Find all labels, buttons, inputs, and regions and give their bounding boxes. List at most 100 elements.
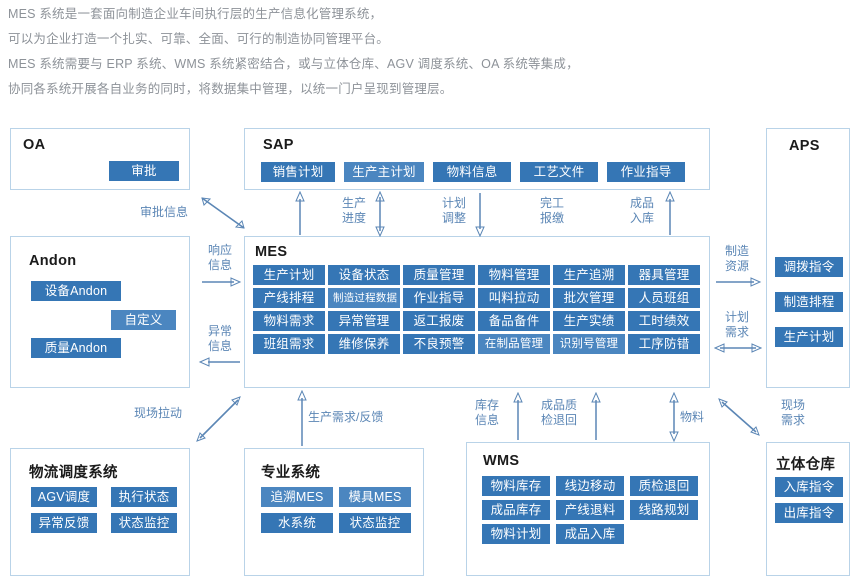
sap-title: SAP — [263, 137, 294, 153]
intro-line-1: MES 系统是一套面向制造企业车间执行层的生产信息化管理系统， — [8, 7, 383, 21]
label-response-info: 响应 信息 — [196, 243, 244, 273]
tag-maintenance[interactable]: 维修保养 — [328, 334, 400, 354]
tag-work-instruction[interactable]: 作业指导 — [607, 162, 685, 182]
logistics-title: 物流调度系统 — [29, 465, 118, 481]
tag-material-plan[interactable]: 物料计划 — [482, 524, 550, 544]
tag-sales-plan[interactable]: 销售计划 — [261, 162, 335, 182]
tag-status-monitoring-special[interactable]: 状态监控 — [339, 513, 411, 533]
andon-box[interactable]: Andon 设备Andon 自定义 质量Andon — [10, 236, 190, 388]
sap-mes-arrow-1 — [295, 191, 305, 235]
mes-box[interactable]: MES 生产计划 设备状态 质量管理 物料管理 生产追溯 器具管理 产线排程 制… — [244, 236, 710, 388]
tag-finished-inventory[interactable]: 成品库存 — [482, 500, 550, 520]
tag-batch-management[interactable]: 批次管理 — [553, 288, 625, 308]
logistics-row: AGV调度 执行状态 — [31, 487, 177, 507]
oa-box[interactable]: OA 审批 — [10, 128, 190, 190]
tag-production-plan[interactable]: 生产计划 — [253, 265, 325, 285]
label-site-demand-line1: 现场 — [780, 398, 805, 412]
label-finished-qc-return-line1: 成品质 — [540, 398, 577, 412]
tag-qc-return[interactable]: 质检退回 — [630, 476, 698, 496]
tag-water-system[interactable]: 水系统 — [261, 513, 333, 533]
tag-defect-alert[interactable]: 不良预警 — [403, 334, 475, 354]
label-finished-qc-return-line2: 检退回 — [540, 413, 577, 427]
mes-row: 生产计划 设备状态 质量管理 物料管理 生产追溯 器具管理 — [253, 265, 705, 285]
tag-material-call[interactable]: 叫料拉动 — [478, 288, 550, 308]
warehouse-title: 立体仓库 — [776, 457, 836, 473]
tag-equipment-status[interactable]: 设备状态 — [328, 265, 400, 285]
tag-team-demand[interactable]: 班组需求 — [253, 334, 325, 354]
label-finished-goods-inbound-line2: 入库 — [629, 211, 654, 225]
wms-box[interactable]: WMS 物料库存 线边移动 质检退回 成品库存 产线退料 线路规划 物料计划 成… — [466, 442, 710, 576]
mes-title: MES — [255, 244, 288, 260]
label-production-progress: 生产 进度 — [334, 196, 374, 226]
label-response-info-line1: 响应 — [207, 243, 232, 257]
tag-work-instruction-mes[interactable]: 作业指导 — [403, 288, 475, 308]
tag-outbound-order[interactable]: 出库指令 — [775, 503, 843, 523]
label-site-demand-line2: 需求 — [780, 413, 805, 427]
label-plan-adjustment-line1: 计划 — [441, 196, 466, 210]
logistics-box[interactable]: 物流调度系统 AGV调度 执行状态 异常反馈 状态监控 — [10, 448, 190, 576]
tag-custom[interactable]: 自定义 — [111, 310, 176, 330]
tag-exception-feedback[interactable]: 异常反馈 — [31, 513, 97, 533]
label-approval-info: 审批信息 — [139, 205, 188, 219]
tag-team-shift[interactable]: 人员班组 — [628, 288, 700, 308]
aps-box[interactable]: APS 调拨指令 制造排程 生产计划 — [766, 128, 850, 388]
label-site-pull: 现场拉动 — [133, 406, 182, 420]
label-response-info-line2: 信息 — [207, 258, 232, 272]
tag-mold-mes[interactable]: 模具MES — [339, 487, 411, 507]
warehouse-box[interactable]: 立体仓库 入库指令 出库指令 — [766, 442, 850, 576]
tag-quality-management[interactable]: 质量管理 — [403, 265, 475, 285]
tag-production-plan-aps[interactable]: 生产计划 — [775, 327, 843, 347]
label-plan-demand: 计划 需求 — [714, 310, 760, 340]
tag-tooling-management[interactable]: 器具管理 — [628, 265, 700, 285]
tag-process-mistake-proofing[interactable]: 工序防错 — [628, 334, 700, 354]
tag-process-document[interactable]: 工艺文件 — [520, 162, 598, 182]
sap-box[interactable]: SAP 销售计划 生产主计划 物料信息 工艺文件 作业指导 — [244, 128, 710, 190]
tag-rework-scrap[interactable]: 返工报废 — [403, 311, 475, 331]
site-pull-arrow — [196, 396, 241, 442]
manufacturing-resource-arrow — [716, 277, 762, 287]
tag-spare-parts[interactable]: 备品备件 — [478, 311, 550, 331]
tag-wip-management[interactable]: 在制品管理 — [478, 334, 550, 354]
sap-mes-arrow-4 — [665, 191, 675, 235]
label-completion-report-line2: 报缴 — [539, 211, 564, 225]
tag-line-side-move[interactable]: 线边移动 — [556, 476, 624, 496]
tag-material-info[interactable]: 物料信息 — [433, 162, 511, 182]
aps-tags: 调拨指令 制造排程 生产计划 — [775, 257, 845, 347]
label-manufacturing-resource-line2: 资源 — [724, 259, 749, 273]
tag-line-scheduling[interactable]: 产线排程 — [253, 288, 325, 308]
tag-traceability-mes[interactable]: 追溯MES — [261, 487, 333, 507]
tag-production-traceability[interactable]: 生产追溯 — [553, 265, 625, 285]
intro-line-2: 可以为企业打造一个扎实、可靠、全面、可行的制造协同管理平台。 — [8, 32, 390, 46]
wms-grid: 物料库存 线边移动 质检退回 成品库存 产线退料 线路规划 物料计划 成品入库 — [482, 476, 698, 544]
wms-row: 成品库存 产线退料 线路规划 — [482, 500, 698, 520]
tag-route-planning[interactable]: 线路规划 — [630, 500, 698, 520]
tag-approval[interactable]: 审批 — [109, 161, 179, 181]
tag-line-material-return[interactable]: 产线退料 — [556, 500, 624, 520]
tag-labor-hour-performance[interactable]: 工时绩效 — [628, 311, 700, 331]
label-completion-report-line1: 完工 — [539, 196, 564, 210]
tag-execution-status[interactable]: 执行状态 — [111, 487, 177, 507]
tag-quality-andon[interactable]: 质量Andon — [31, 338, 121, 358]
tag-master-production-plan[interactable]: 生产主计划 — [344, 162, 424, 182]
tag-transfer-order[interactable]: 调拨指令 — [775, 257, 843, 277]
tag-material-demand[interactable]: 物料需求 — [253, 311, 325, 331]
label-plan-demand-line1: 计划 — [724, 310, 749, 324]
tag-material-management[interactable]: 物料管理 — [478, 265, 550, 285]
tag-exception-management[interactable]: 异常管理 — [328, 311, 400, 331]
special-system-box[interactable]: 专业系统 追溯MES 模具MES 水系统 状态监控 — [244, 448, 424, 576]
tag-equipment-andon[interactable]: 设备Andon — [31, 281, 121, 301]
tag-inbound-order[interactable]: 入库指令 — [775, 477, 843, 497]
label-stock-info: 库存 信息 — [466, 398, 508, 428]
tag-status-monitoring[interactable]: 状态监控 — [111, 513, 177, 533]
material-arrow — [669, 392, 679, 442]
tag-production-performance[interactable]: 生产实绩 — [553, 311, 625, 331]
tag-identifier-management[interactable]: 识别号管理 — [553, 334, 625, 354]
tag-material-inventory[interactable]: 物料库存 — [482, 476, 550, 496]
label-completion-report: 完工 报缴 — [530, 196, 574, 226]
tag-manufacturing-schedule[interactable]: 制造排程 — [775, 292, 843, 312]
tag-manufacturing-process-data[interactable]: 制造过程数据 — [328, 288, 400, 308]
tag-agv-dispatch[interactable]: AGV调度 — [31, 487, 97, 507]
label-site-demand: 现场 需求 — [770, 398, 816, 428]
label-plan-adjustment: 计划 调整 — [434, 196, 474, 226]
tag-finished-goods-receipt[interactable]: 成品入库 — [556, 524, 624, 544]
